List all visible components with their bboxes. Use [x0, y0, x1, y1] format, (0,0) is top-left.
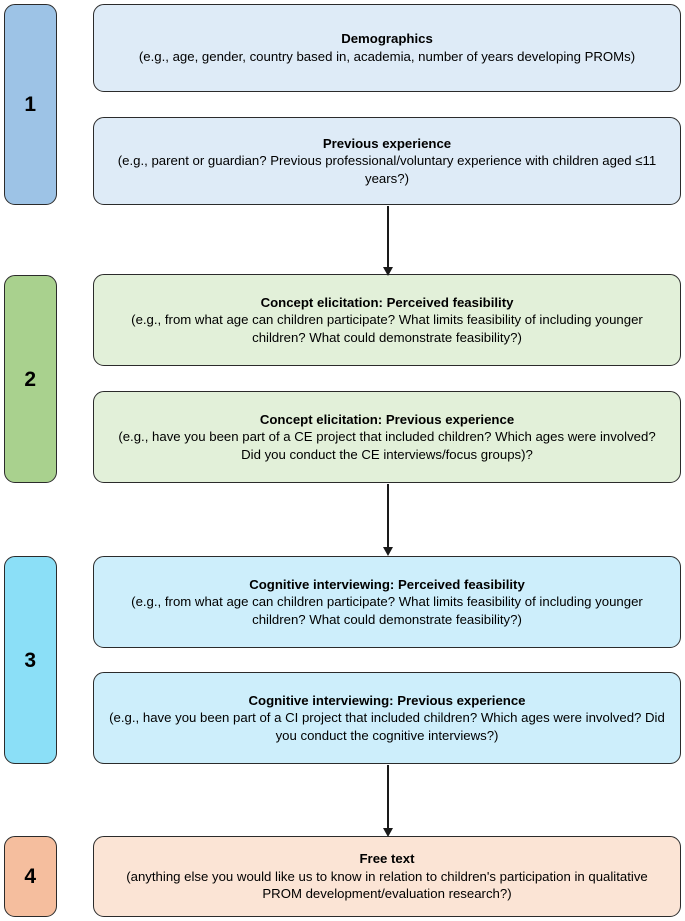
node-title: Demographics: [341, 31, 433, 47]
node-title: Cognitive interviewing: Perceived feasib…: [249, 576, 525, 592]
arrowhead-icon: [383, 547, 393, 556]
connector-arrow-3: [383, 765, 393, 837]
node-box-stage4-1: Free text(anything else you would like u…: [93, 836, 681, 917]
node-box-stage2-2: Concept elicitation: Previous experience…: [93, 391, 681, 483]
stage-number-label: 3: [24, 648, 37, 672]
node-detail: (e.g., parent or guardian? Previous prof…: [117, 153, 657, 186]
node-detail: (anything else you would like us to know…: [126, 868, 648, 902]
node-detail: (e.g., from what age can children partic…: [131, 312, 643, 345]
node-box-stage3-1: Cognitive interviewing: Perceived feasib…: [93, 556, 681, 648]
node-box-stage1-2: Previous experience (e.g., parent or guar…: [93, 117, 681, 205]
stage-number-label: 2: [24, 367, 37, 391]
stage-number-label: 1: [24, 93, 37, 116]
node-box-stage3-2: Cognitive interviewing: Previous experie…: [93, 672, 681, 764]
stage-tab-1: 1: [4, 4, 57, 205]
stage-tab-2: 2: [4, 275, 57, 483]
node-detail: (e.g., have you been part of a CI projec…: [109, 710, 665, 743]
node-title: Concept elicitation: Previous experience: [259, 411, 515, 427]
stage-tab-3: 3: [4, 556, 57, 764]
node-box-stage1-1: Demographics(e.g., age, gender, country …: [93, 4, 681, 92]
node-title: Previous experience: [322, 135, 452, 151]
node-detail: (e.g., age, gender, country based in, ac…: [138, 48, 636, 64]
stage-number-label: 4: [24, 865, 37, 888]
node-title: Free text: [359, 851, 415, 867]
node-box-stage2-1: Concept elicitation: Perceived feasibili…: [93, 274, 681, 366]
arrowhead-icon: [383, 267, 393, 276]
node-title: Concept elicitation: Perceived feasibili…: [260, 294, 514, 310]
node-title: Cognitive interviewing: Previous experie…: [248, 692, 526, 708]
node-detail: (e.g., have you been part of a CE projec…: [118, 429, 656, 462]
stage-tab-4: 4: [4, 836, 57, 917]
node-detail: (e.g., from what age can children partic…: [131, 594, 643, 627]
connector-arrow-1: [383, 206, 393, 276]
arrowhead-icon: [383, 828, 393, 837]
connector-arrow-2: [383, 484, 393, 556]
